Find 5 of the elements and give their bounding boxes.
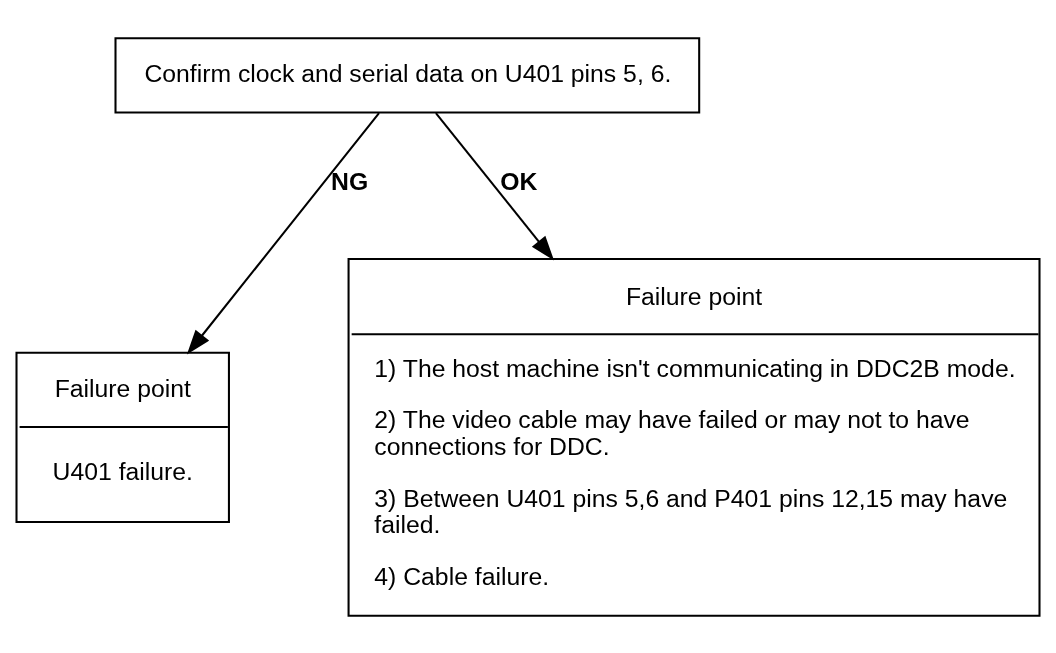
edge-label: NG <box>331 167 369 195</box>
arrow <box>186 111 380 355</box>
arrow <box>435 111 555 261</box>
node-box: Confirm clock and serial data on U401 pins 5, 6. <box>114 36 701 114</box>
edge-label: OK <box>500 167 538 195</box>
